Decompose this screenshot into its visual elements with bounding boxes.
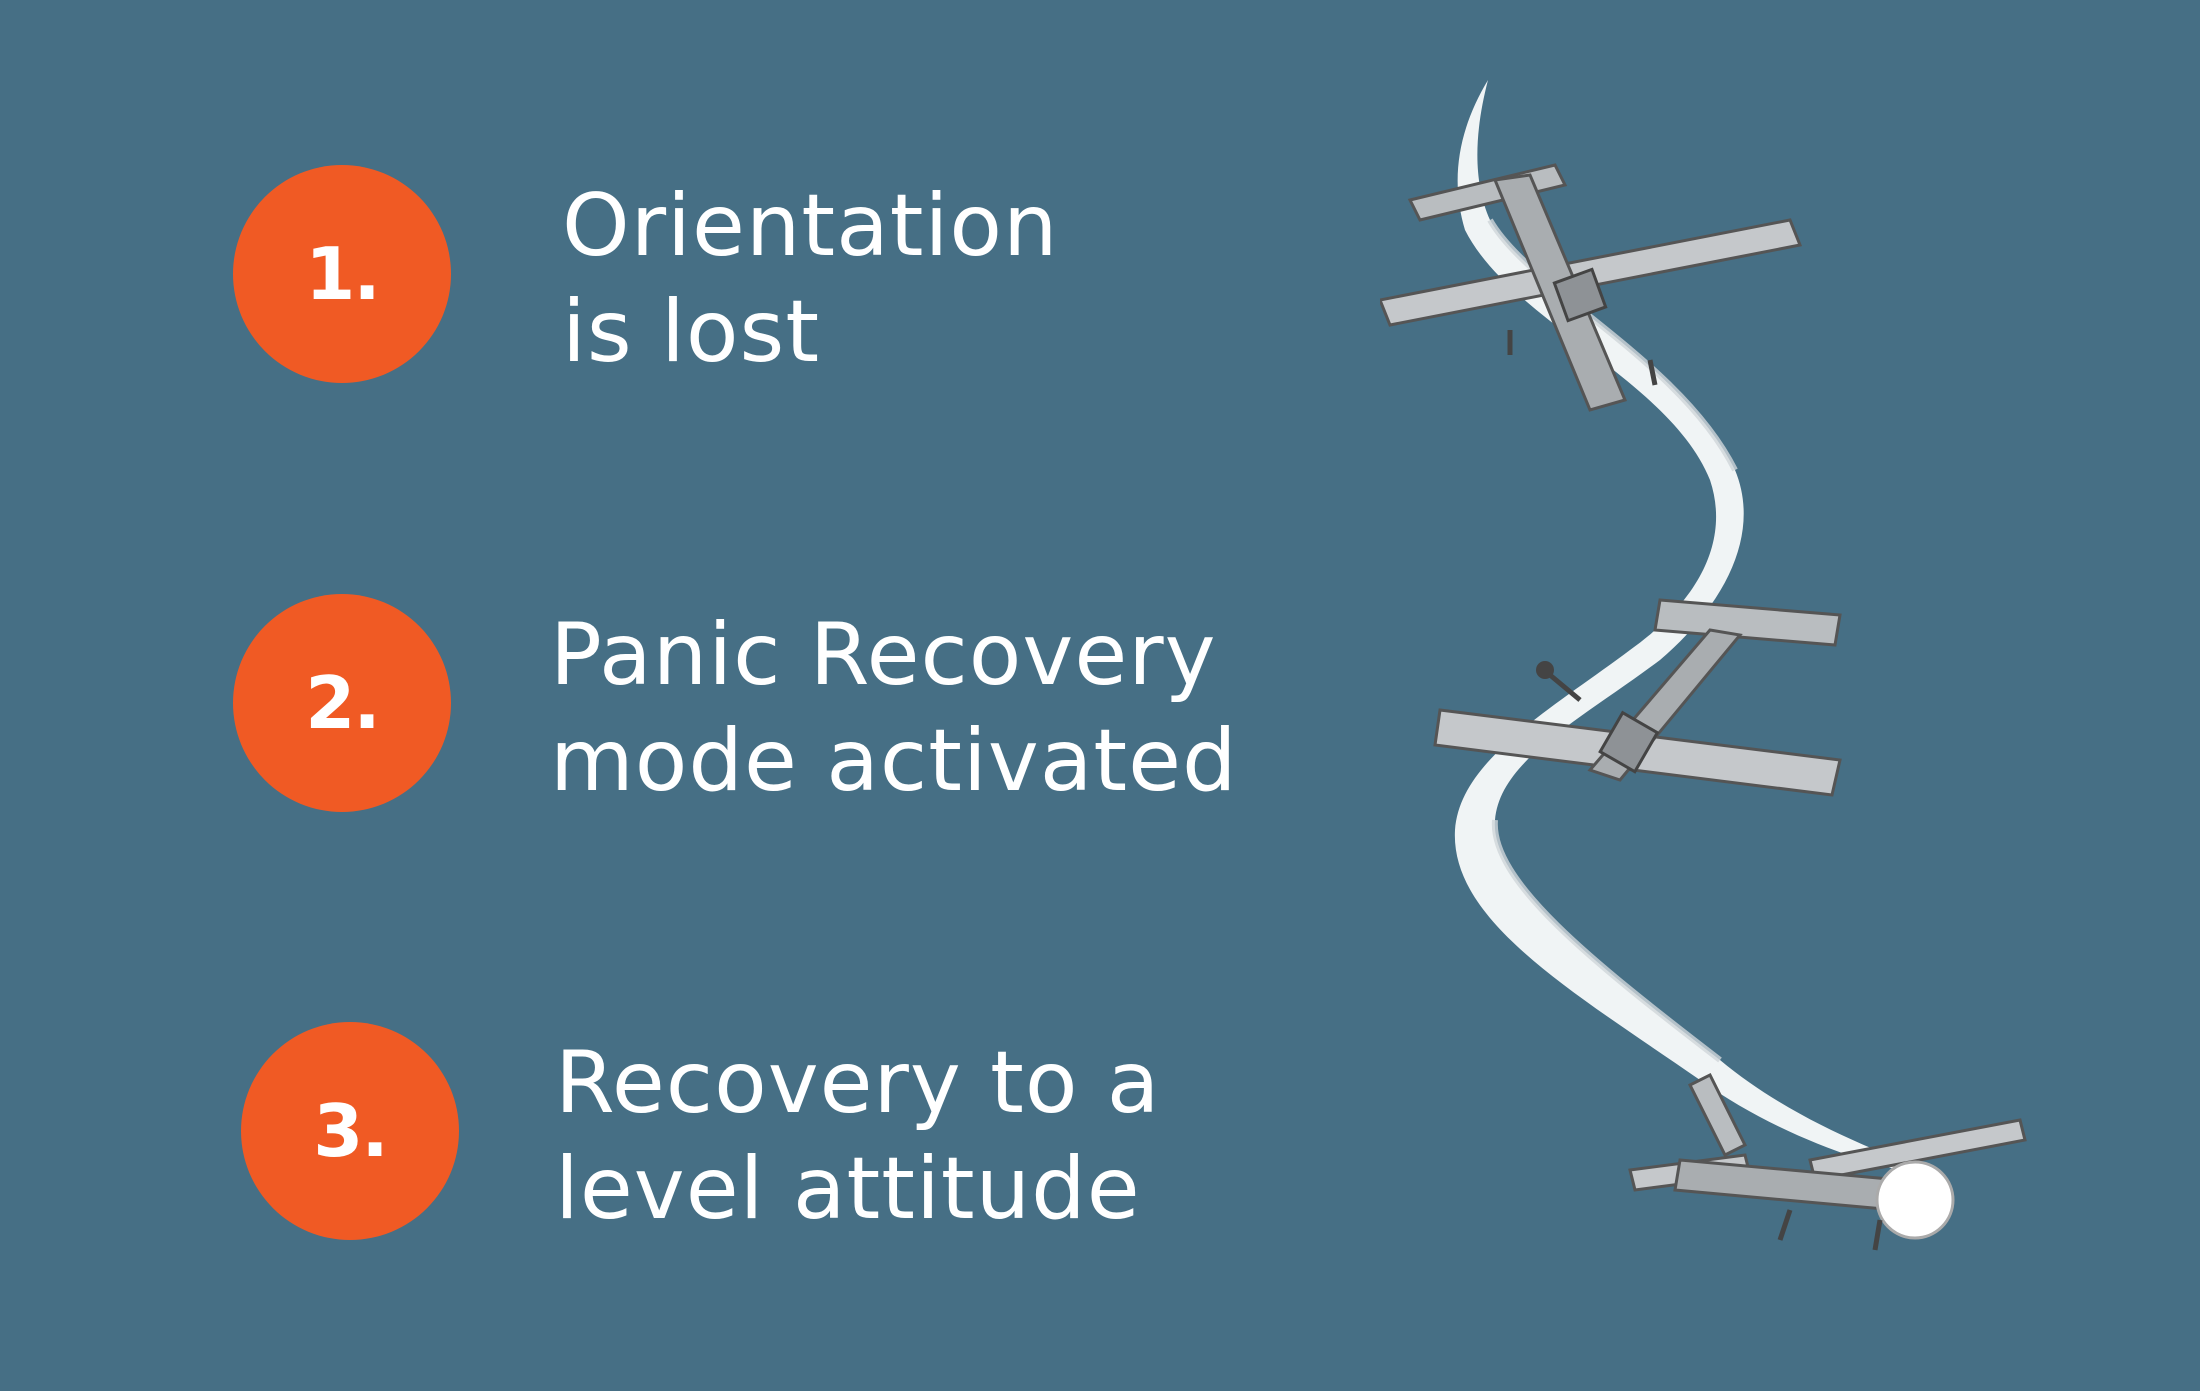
step-2-label: Panic Recovery mode activated bbox=[550, 602, 1238, 814]
step-1-line-1: Orientation bbox=[562, 176, 1059, 276]
step-2: 2. Panic Recovery mode activated bbox=[0, 594, 1300, 834]
airplane-spiral-recovery-icon bbox=[1380, 80, 2027, 1251]
step-3: 3. Recovery to a level attitude bbox=[0, 1022, 1300, 1262]
step-3-line-1: Recovery to a bbox=[555, 1033, 1161, 1133]
airplane-2-icon bbox=[1433, 598, 1842, 797]
step-3-label: Recovery to a level attitude bbox=[555, 1030, 1160, 1242]
step-1-line-2: is lost bbox=[562, 282, 821, 382]
step-1: 1. Orientation is lost bbox=[0, 165, 1300, 405]
step-1-label: Orientation is lost bbox=[562, 173, 1059, 385]
airplane-1-icon bbox=[1380, 163, 1803, 412]
step-2-badge: 2. bbox=[233, 594, 451, 812]
step-3-badge: 3. bbox=[241, 1022, 459, 1240]
step-1-badge: 1. bbox=[233, 165, 451, 383]
step-2-line-1: Panic Recovery bbox=[550, 605, 1217, 705]
step-2-line-2: mode activated bbox=[550, 711, 1238, 811]
step-3-line-2: level attitude bbox=[555, 1139, 1141, 1239]
airplane-3-icon bbox=[1628, 1072, 2027, 1251]
